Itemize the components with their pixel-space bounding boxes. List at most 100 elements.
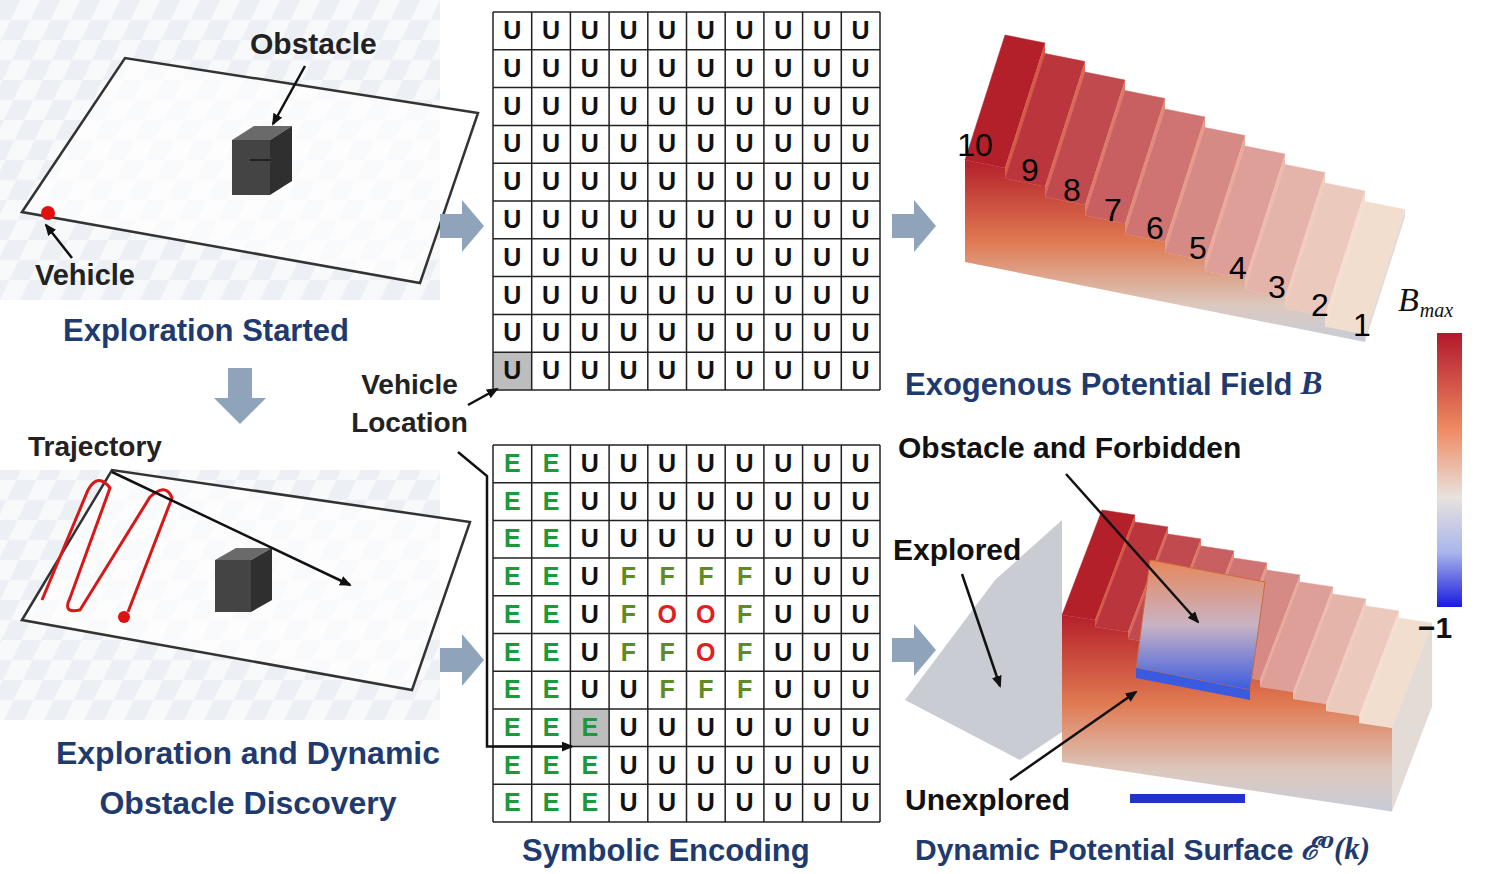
- table-cell: U: [841, 125, 880, 163]
- panel-title: Exploration Started: [63, 312, 349, 349]
- table-cell: U: [764, 314, 803, 352]
- table-cell: U: [532, 88, 571, 126]
- table-cell: U: [687, 709, 726, 747]
- table-cell: U: [532, 314, 571, 352]
- table-cell: E: [532, 709, 571, 747]
- table-cell: U: [493, 352, 532, 390]
- table-cell: U: [687, 12, 726, 50]
- table-cell: U: [841, 747, 880, 785]
- math-symbol: B: [1398, 280, 1419, 321]
- grid-line: [493, 200, 880, 202]
- table-cell: U: [648, 483, 687, 521]
- table-cell: U: [687, 163, 726, 201]
- obstacle-block: [232, 126, 292, 195]
- table-cell: U: [532, 352, 571, 390]
- table-cell: U: [725, 709, 764, 747]
- table-cell: U: [841, 201, 880, 239]
- table-cell: E: [493, 558, 532, 596]
- table-cell: U: [764, 634, 803, 672]
- arena-plane: [22, 58, 478, 283]
- leader-line: [1010, 692, 1136, 780]
- table-cell: U: [725, 747, 764, 785]
- table-cell: U: [570, 88, 609, 126]
- grid-line: [493, 389, 880, 391]
- table-cell: U: [764, 352, 803, 390]
- flow-arrow: [440, 200, 484, 252]
- grid-line: [493, 238, 880, 240]
- table-cell: U: [609, 784, 648, 822]
- table-cell: F: [609, 596, 648, 634]
- table-cell: U: [532, 277, 571, 315]
- table-cell: U: [609, 88, 648, 126]
- table-cell: U: [725, 163, 764, 201]
- table-cell: U: [570, 596, 609, 634]
- axis-value: −1: [1418, 610, 1452, 646]
- grid-lines: [493, 12, 880, 822]
- table-cell: F: [725, 671, 764, 709]
- table-cell: U: [764, 50, 803, 88]
- callout-number: 7: [1083, 191, 1143, 229]
- panel-title: Symbolic Encoding: [522, 832, 810, 869]
- table-cell: U: [493, 125, 532, 163]
- table-cell: U: [687, 747, 726, 785]
- table-cell: U: [725, 483, 764, 521]
- grid-line: [724, 12, 726, 390]
- table-cell: U: [764, 671, 803, 709]
- end-face: [1365, 210, 1405, 343]
- trajectory-path: [42, 480, 172, 612]
- math-symbol: ℰ⁰(k): [1301, 830, 1370, 867]
- table-cell: U: [570, 277, 609, 315]
- table-cell: U: [648, 201, 687, 239]
- table-cell: U: [764, 520, 803, 558]
- end-face: [1392, 623, 1432, 812]
- grid-line: [802, 445, 804, 822]
- table-cell: E: [493, 445, 532, 483]
- table-cell: U: [532, 50, 571, 88]
- grid-line: [493, 633, 880, 635]
- table-cell: U: [764, 277, 803, 315]
- table-cell: U: [493, 163, 532, 201]
- table-cell: U: [687, 277, 726, 315]
- table-cell: U: [764, 558, 803, 596]
- callout-label: Vehicle: [35, 258, 135, 293]
- table-cell: U: [764, 12, 803, 50]
- callout-label: Vehicle Location: [337, 366, 482, 442]
- grid-line: [802, 12, 804, 390]
- flow-arrow: [440, 634, 484, 686]
- table-cell: U: [687, 520, 726, 558]
- table-cell: E: [493, 634, 532, 672]
- table-cell: F: [725, 558, 764, 596]
- table-cell: U: [764, 201, 803, 239]
- table-cell: U: [609, 163, 648, 201]
- callout-number: 9: [1000, 151, 1060, 189]
- table-cell: U: [725, 201, 764, 239]
- table-cell: E: [493, 596, 532, 634]
- table-cell: U: [725, 784, 764, 822]
- forbidden-pit: [1136, 560, 1265, 700]
- table-cell: U: [570, 163, 609, 201]
- table-cell: U: [687, 239, 726, 277]
- grid-line: [763, 12, 765, 390]
- grid-line: [493, 351, 880, 353]
- table-cell: U: [841, 784, 880, 822]
- table-cell: U: [609, 445, 648, 483]
- table-cell: E: [570, 747, 609, 785]
- table-cell: U: [609, 671, 648, 709]
- table-cell: U: [803, 747, 842, 785]
- table-cell: U: [648, 352, 687, 390]
- leader-line: [458, 452, 572, 747]
- table-cell: U: [841, 558, 880, 596]
- callout-label: Obstacle: [250, 26, 377, 62]
- table-cell: U: [648, 314, 687, 352]
- table-cell: U: [493, 277, 532, 315]
- callout-label: Unexplored: [905, 782, 1070, 818]
- grid-line: [724, 445, 726, 822]
- callout-label: Obstacle and Forbidden: [898, 430, 1241, 466]
- table-cell: U: [764, 483, 803, 521]
- table-cell: U: [609, 314, 648, 352]
- leader-line: [1066, 474, 1198, 622]
- table-cell: U: [532, 201, 571, 239]
- table-cell: U: [648, 520, 687, 558]
- table-cell: U: [570, 314, 609, 352]
- potential-surface: [1062, 510, 1432, 812]
